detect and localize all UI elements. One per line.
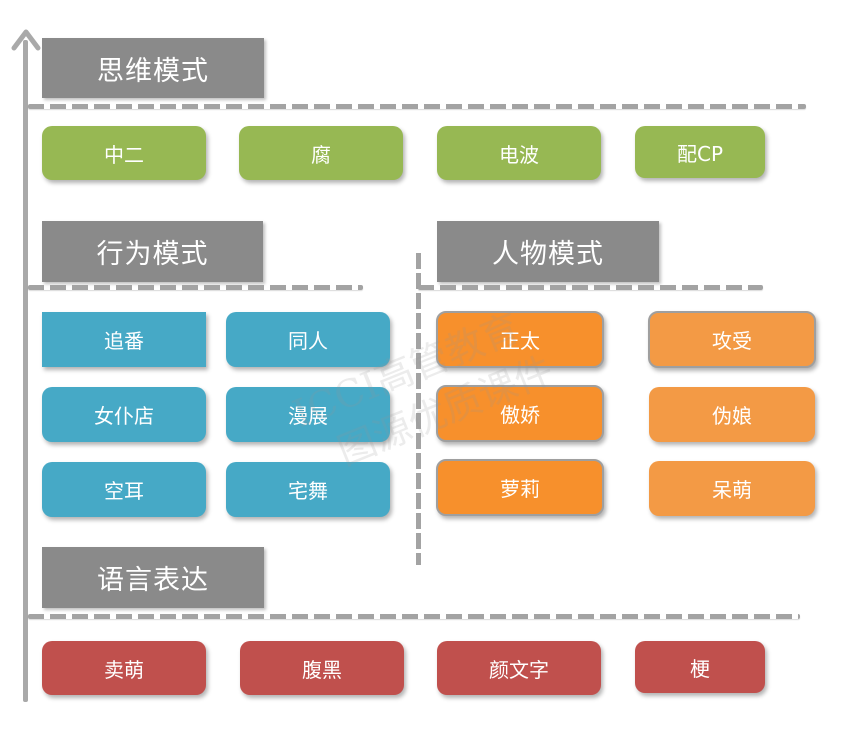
tag-label: 宅舞 [288,479,328,503]
dashed-divider [28,285,363,290]
tag-button[interactable]: 正太 [436,311,604,368]
tag-label: 追番 [104,329,144,353]
section-header-language: 语言表达 [42,547,264,608]
section-title: 思维模式 [97,55,209,87]
tag-label: 腹黑 [302,657,342,682]
dashed-divider [28,614,800,619]
tag-label: 配CP [676,141,724,166]
tag-label: 攻受 [712,329,752,353]
section-title: 人物模式 [492,239,604,270]
tag-label: 颜文字 [489,657,549,682]
tag-button[interactable]: 梗 [635,641,765,693]
tag-label: 卖萌 [104,657,144,682]
tag-button[interactable]: 漫展 [226,387,390,442]
tag-button[interactable]: 伪娘 [649,387,815,442]
tag-button[interactable]: 追番 [42,312,206,367]
tag-button[interactable]: 卖萌 [42,641,206,695]
tag-button[interactable]: 女仆店 [42,387,206,442]
tag-button[interactable]: 电波 [437,126,601,180]
tag-button[interactable]: 中二 [42,126,206,180]
tag-button[interactable]: 配CP [635,126,765,178]
section-header-thinking: 思维模式 [42,38,264,98]
section-title: 行为模式 [96,239,209,270]
tag-label: 女仆店 [94,404,154,428]
dashed-divider [28,104,806,109]
tag-label: 萝莉 [500,477,540,501]
tag-button[interactable]: 同人 [226,312,390,367]
tag-label: 腐 [311,142,331,167]
tag-button[interactable]: 空耳 [42,462,206,517]
tag-button[interactable]: 呆萌 [649,461,815,516]
vertical-dashed-divider [416,253,421,565]
tag-button[interactable]: 颜文字 [437,641,601,695]
tag-label: 电波 [499,142,539,167]
tag-label: 傲娇 [500,403,540,427]
axis-arrow-up-icon [11,29,41,51]
tag-button[interactable]: 腹黑 [240,641,404,695]
tag-button[interactable]: 腐 [239,126,403,180]
section-title: 语言表达 [97,565,209,596]
tag-label: 伪娘 [712,404,752,428]
tag-button[interactable]: 攻受 [648,311,816,368]
tag-label: 正太 [500,329,540,353]
tag-label: 同人 [288,329,328,353]
tag-button[interactable]: 宅舞 [226,462,390,517]
tag-label: 中二 [104,142,144,167]
tag-label: 梗 [690,656,710,681]
section-header-behavior: 行为模式 [42,221,263,282]
tag-button[interactable]: 萝莉 [436,459,604,516]
vertical-axis-line [23,40,28,702]
tag-button[interactable]: 傲娇 [436,385,604,442]
tag-label: 漫展 [288,404,328,428]
section-header-character: 人物模式 [437,221,659,282]
tag-label: 呆萌 [712,478,752,502]
tag-label: 空耳 [104,479,144,503]
dashed-divider [418,285,763,290]
